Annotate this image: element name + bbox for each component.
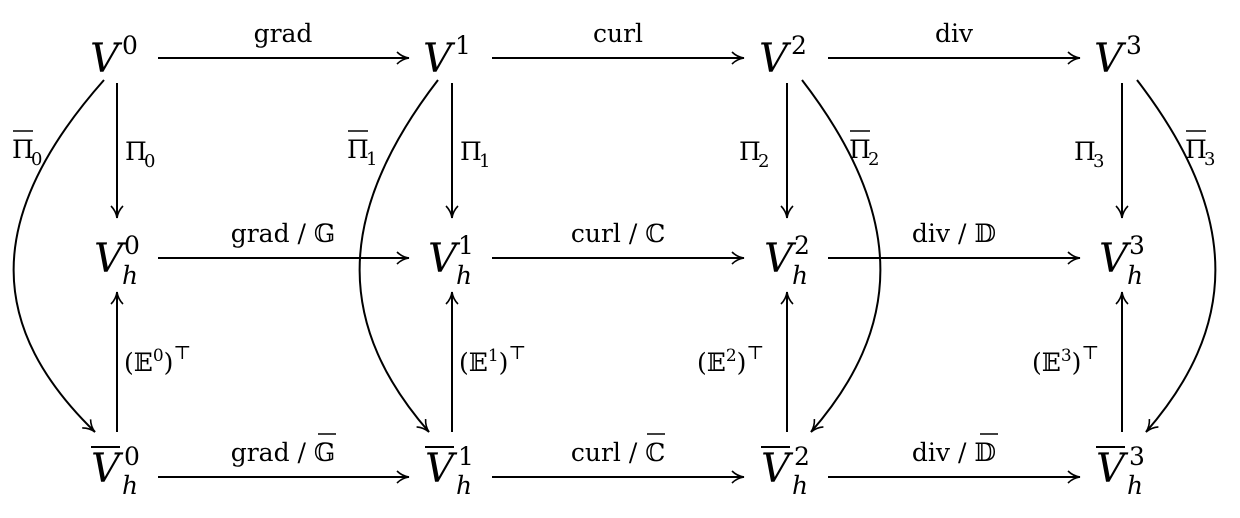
svg-text:h: h (456, 471, 472, 500)
label-div-mid: div / 𝔻 (912, 219, 996, 248)
node-Vbar3: V 3 h (1096, 442, 1145, 500)
svg-text:Π: Π (849, 135, 871, 164)
svg-text:1: 1 (455, 31, 471, 60)
label-curl-bot: curl / ℂ (571, 433, 665, 467)
svg-text:3: 3 (1093, 151, 1104, 172)
svg-text:h: h (1127, 261, 1143, 290)
arrow-pibar2 (801, 79, 882, 433)
svg-text:Π: Π (12, 135, 34, 164)
svg-text:h: h (122, 261, 138, 290)
label-pi0: Π 0 (125, 137, 155, 172)
label-curl-mid: curl / ℂ (571, 219, 665, 248)
svg-text:(𝔼2)⊤: (𝔼2)⊤ (697, 342, 764, 377)
svg-text:2: 2 (868, 149, 879, 170)
svg-text:V: V (759, 36, 792, 82)
node-Vh3: V 3 h (1099, 231, 1145, 290)
svg-text:(𝔼3)⊤: (𝔼3)⊤ (1032, 342, 1099, 377)
label-pibar0: Π 0 (12, 130, 42, 170)
node-Vh2: V 2 h (764, 231, 810, 290)
svg-text:3: 3 (1129, 231, 1145, 260)
svg-text:(𝔼0)⊤: (𝔼0)⊤ (124, 342, 191, 377)
label-grad-mid: grad / 𝔾 (231, 219, 336, 248)
node-Vbar2: V 2 h (761, 442, 810, 500)
svg-text:h: h (792, 261, 808, 290)
node-V0: V 0 (90, 31, 138, 82)
label-pibar3: Π 3 (1185, 130, 1215, 170)
svg-text:(𝔼1)⊤: (𝔼1)⊤ (459, 342, 526, 377)
svg-text:h: h (792, 471, 808, 500)
svg-text:Π: Π (1185, 135, 1207, 164)
label-pi2: Π 2 (739, 137, 769, 172)
label-e1: (𝔼1)⊤ (459, 342, 526, 377)
svg-text:0: 0 (144, 151, 155, 172)
svg-text:1: 1 (458, 231, 474, 260)
svg-text:V: V (1094, 36, 1127, 82)
svg-text:0: 0 (124, 231, 140, 260)
svg-text:3: 3 (1126, 31, 1142, 60)
svg-text:1: 1 (479, 151, 490, 172)
arrow-pibar3 (1136, 79, 1217, 433)
label-e3: (𝔼3)⊤ (1032, 342, 1099, 377)
svg-text:V: V (1099, 236, 1132, 282)
label-div-top: div (935, 19, 974, 48)
label-grad-top: grad (254, 19, 313, 48)
label-pibar2: Π 2 (849, 130, 879, 170)
svg-text:h: h (122, 471, 138, 500)
label-pi3: Π 3 (1074, 137, 1104, 172)
svg-text:Π: Π (460, 137, 482, 166)
arrow-pibar1 (358, 79, 439, 433)
node-V3: V 3 (1094, 31, 1142, 82)
svg-text:V: V (94, 236, 127, 282)
svg-text:2: 2 (794, 231, 810, 260)
svg-text:3: 3 (1129, 442, 1145, 471)
svg-text:3: 3 (1204, 149, 1215, 170)
svg-text:V: V (91, 446, 124, 492)
label-pibar1: Π 1 (347, 130, 377, 170)
node-V2: V 2 (759, 31, 807, 82)
svg-text:V: V (1096, 446, 1129, 492)
label-e0: (𝔼0)⊤ (124, 342, 191, 377)
node-Vbar0: V 0 h (91, 442, 140, 500)
svg-text:0: 0 (122, 31, 138, 60)
svg-text:Π: Π (1074, 137, 1096, 166)
label-curl-top: curl (593, 19, 643, 48)
arrow-pibar0 (12, 79, 105, 433)
svg-text:2: 2 (791, 31, 807, 60)
svg-text:0: 0 (31, 149, 42, 170)
svg-text:div / 𝔻: div / 𝔻 (912, 438, 996, 467)
svg-text:V: V (425, 446, 458, 492)
svg-text:2: 2 (794, 442, 810, 471)
svg-text:curl / ℂ: curl / ℂ (571, 438, 665, 467)
node-Vh0: V 0 h (94, 231, 140, 290)
svg-text:Π: Π (125, 137, 147, 166)
svg-text:1: 1 (366, 149, 377, 170)
label-e2: (𝔼2)⊤ (697, 342, 764, 377)
svg-text:Π: Π (347, 135, 369, 164)
svg-text:h: h (456, 261, 472, 290)
node-Vh1: V 1 h (428, 231, 474, 290)
svg-text:V: V (764, 236, 797, 282)
node-Vbar1: V 1 h (425, 442, 474, 500)
svg-text:V: V (90, 36, 123, 82)
node-V1: V 1 (423, 31, 471, 82)
svg-text:Π: Π (739, 137, 761, 166)
svg-text:V: V (428, 236, 461, 282)
svg-text:V: V (423, 36, 456, 82)
svg-text:V: V (761, 446, 794, 492)
svg-text:1: 1 (458, 442, 474, 471)
svg-text:h: h (1127, 471, 1143, 500)
svg-text:2: 2 (758, 151, 769, 172)
svg-text:0: 0 (124, 442, 140, 471)
label-div-bot: div / 𝔻 (912, 433, 998, 467)
label-grad-bot: grad / 𝔾 (231, 433, 336, 467)
label-pi1: Π 1 (460, 137, 490, 172)
svg-text:grad / 𝔾: grad / 𝔾 (231, 438, 336, 467)
